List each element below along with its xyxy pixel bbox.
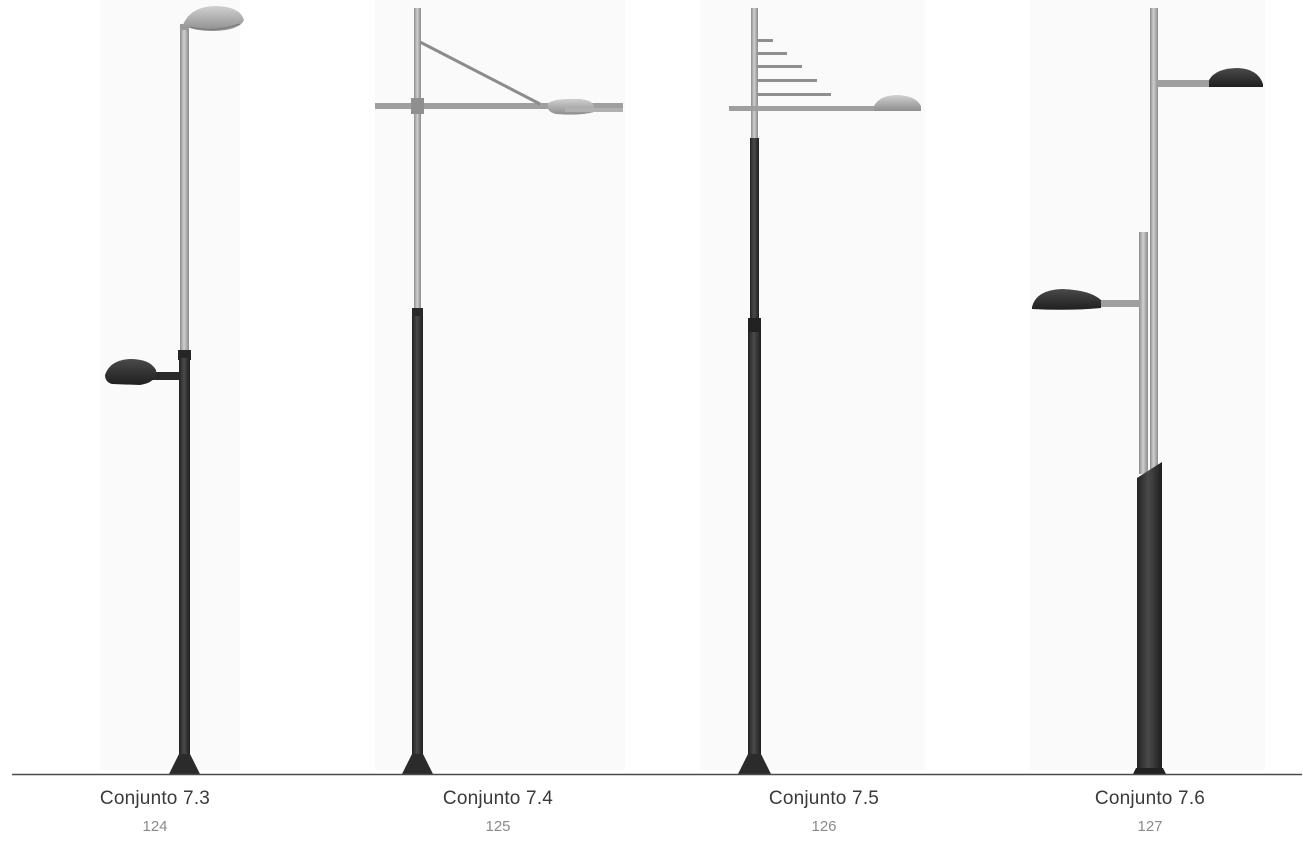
pole-joint: [412, 308, 423, 316]
pole-lower: [748, 332, 761, 756]
street-lamp-7-4: [375, 8, 623, 774]
pole-joint: [178, 350, 191, 360]
pole-lower-cladding: [1137, 462, 1162, 770]
pole-main-upper: [1150, 8, 1158, 470]
flag-bar-2: [757, 52, 787, 55]
pole-base: [1133, 768, 1166, 774]
pole-upper: [414, 8, 421, 312]
pole-base: [169, 754, 200, 774]
tension-rod: [419, 40, 541, 106]
flag-bar-1: [757, 39, 773, 42]
backdrop-panel-3: [700, 0, 925, 770]
crossarm: [729, 106, 889, 111]
pole-lower: [179, 358, 190, 756]
lower-arm: [1098, 300, 1140, 307]
backdrop-panel-1: [100, 0, 240, 770]
page-number: 124: [142, 818, 168, 835]
luminaire-flat: [547, 98, 594, 115]
luminaire-upper: [1209, 68, 1263, 87]
page-number: 126: [811, 818, 837, 835]
luminaire-dome: [874, 95, 921, 111]
page-number: 127: [1137, 818, 1163, 835]
pole-upper: [751, 8, 758, 138]
page-number: 125: [485, 818, 511, 835]
street-lamp-7-6: [1032, 8, 1263, 774]
luminaire-top: [183, 6, 244, 31]
set-name: Conjunto 7.5: [768, 788, 880, 809]
pole-joint: [748, 318, 761, 332]
crossarm-bracket: [411, 98, 424, 114]
luminaire-flat-diffuser: [565, 108, 623, 112]
street-lamp-7-3: [105, 6, 244, 774]
flag-bar-5: [757, 93, 831, 96]
flag-bar-4: [757, 79, 817, 82]
pole-base: [402, 754, 433, 774]
set-name: Conjunto 7.4: [442, 788, 554, 809]
pole-upper: [180, 28, 189, 352]
pole-top-cap: [180, 24, 189, 30]
upper-arm: [1157, 80, 1209, 87]
side-arm: [150, 372, 180, 380]
luminaire-top-lens: [189, 23, 241, 30]
pole-base: [738, 754, 771, 774]
set-name: Conjunto 7.3: [99, 788, 211, 809]
pole-lower: [412, 316, 423, 756]
pole-middle: [750, 138, 759, 320]
set-name: Conjunto 7.6: [1094, 788, 1206, 809]
street-lamp-7-5: [729, 8, 921, 774]
flag-bar-3: [757, 65, 802, 68]
crossarm: [375, 103, 623, 109]
luminaire-lower: [1032, 289, 1101, 310]
luminaire-side: [105, 359, 157, 385]
pole-secondary-upper: [1139, 232, 1148, 474]
